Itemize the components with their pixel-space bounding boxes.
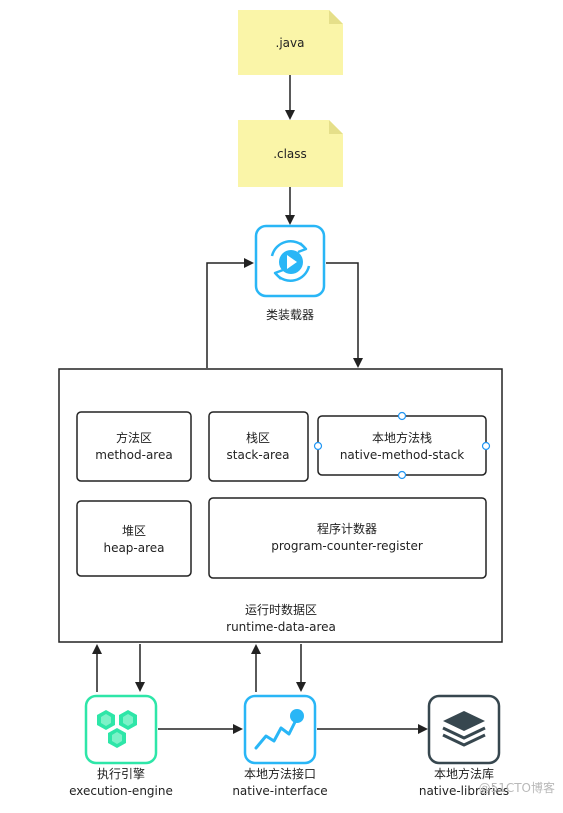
runtime-data-area-cn-label: 运行时数据区 (245, 602, 317, 617)
resize-handle-top[interactable] (397, 411, 407, 421)
heap-area-en-label: heap-area (103, 541, 164, 555)
heap-area-cn-label: 堆区 (122, 524, 146, 538)
resize-handle-bottom[interactable] (397, 470, 407, 480)
class-loader-icon[interactable] (254, 224, 326, 298)
program-counter-register-box[interactable]: 程序计数器 program-counter-register (208, 497, 487, 579)
native-library-cn-label: 本地方法库 (434, 766, 494, 781)
native-method-stack-en-label: native-method-stack (340, 448, 464, 462)
native-library-en-label: native-libraries (419, 784, 509, 798)
resize-handle-right[interactable] (481, 441, 491, 451)
arrow-loader-to-runtime (326, 262, 363, 368)
execution-engine-cn-label: 执行引擎 (97, 766, 145, 781)
stack-area-box[interactable]: 栈区 stack-area (208, 411, 309, 482)
native-interface-cn-label: 本地方法接口 (244, 766, 316, 781)
program-counter-register-en-label: program-counter-register (271, 539, 423, 553)
native-method-stack-box[interactable]: 本地方法栈 native-method-stack (313, 411, 491, 480)
stack-area-cn-label: 栈区 (246, 430, 270, 445)
native-method-stack-cn-label: 本地方法栈 (372, 430, 432, 445)
native-interface-icon[interactable] (243, 694, 317, 765)
native-interface-en-label: native-interface (232, 784, 327, 798)
class-file-label: .class (273, 147, 307, 161)
method-area-cn-label: 方法区 (116, 430, 152, 445)
java-file-note[interactable]: .java (238, 10, 343, 75)
method-area-box[interactable]: 方法区 method-area (76, 411, 192, 482)
watermark-text: @51CTO博客 (479, 780, 555, 795)
heap-area-box[interactable]: 堆区 heap-area (76, 500, 192, 577)
stack-area-en-label: stack-area (227, 448, 290, 462)
native-library-icon[interactable] (427, 694, 501, 765)
method-area-en-label: method-area (95, 448, 172, 462)
execution-engine-icon[interactable] (84, 694, 158, 765)
resize-handle-left[interactable] (313, 441, 323, 451)
class-file-note[interactable]: .class (238, 120, 343, 187)
arrow-runtime-to-loader (206, 258, 254, 368)
program-counter-register-cn-label: 程序计数器 (317, 521, 377, 536)
execution-engine-en-label: execution-engine (69, 784, 173, 798)
class-loader-label: 类装载器 (266, 308, 314, 322)
runtime-data-area-en-label: runtime-data-area (226, 620, 336, 634)
java-file-label: .java (276, 36, 305, 50)
